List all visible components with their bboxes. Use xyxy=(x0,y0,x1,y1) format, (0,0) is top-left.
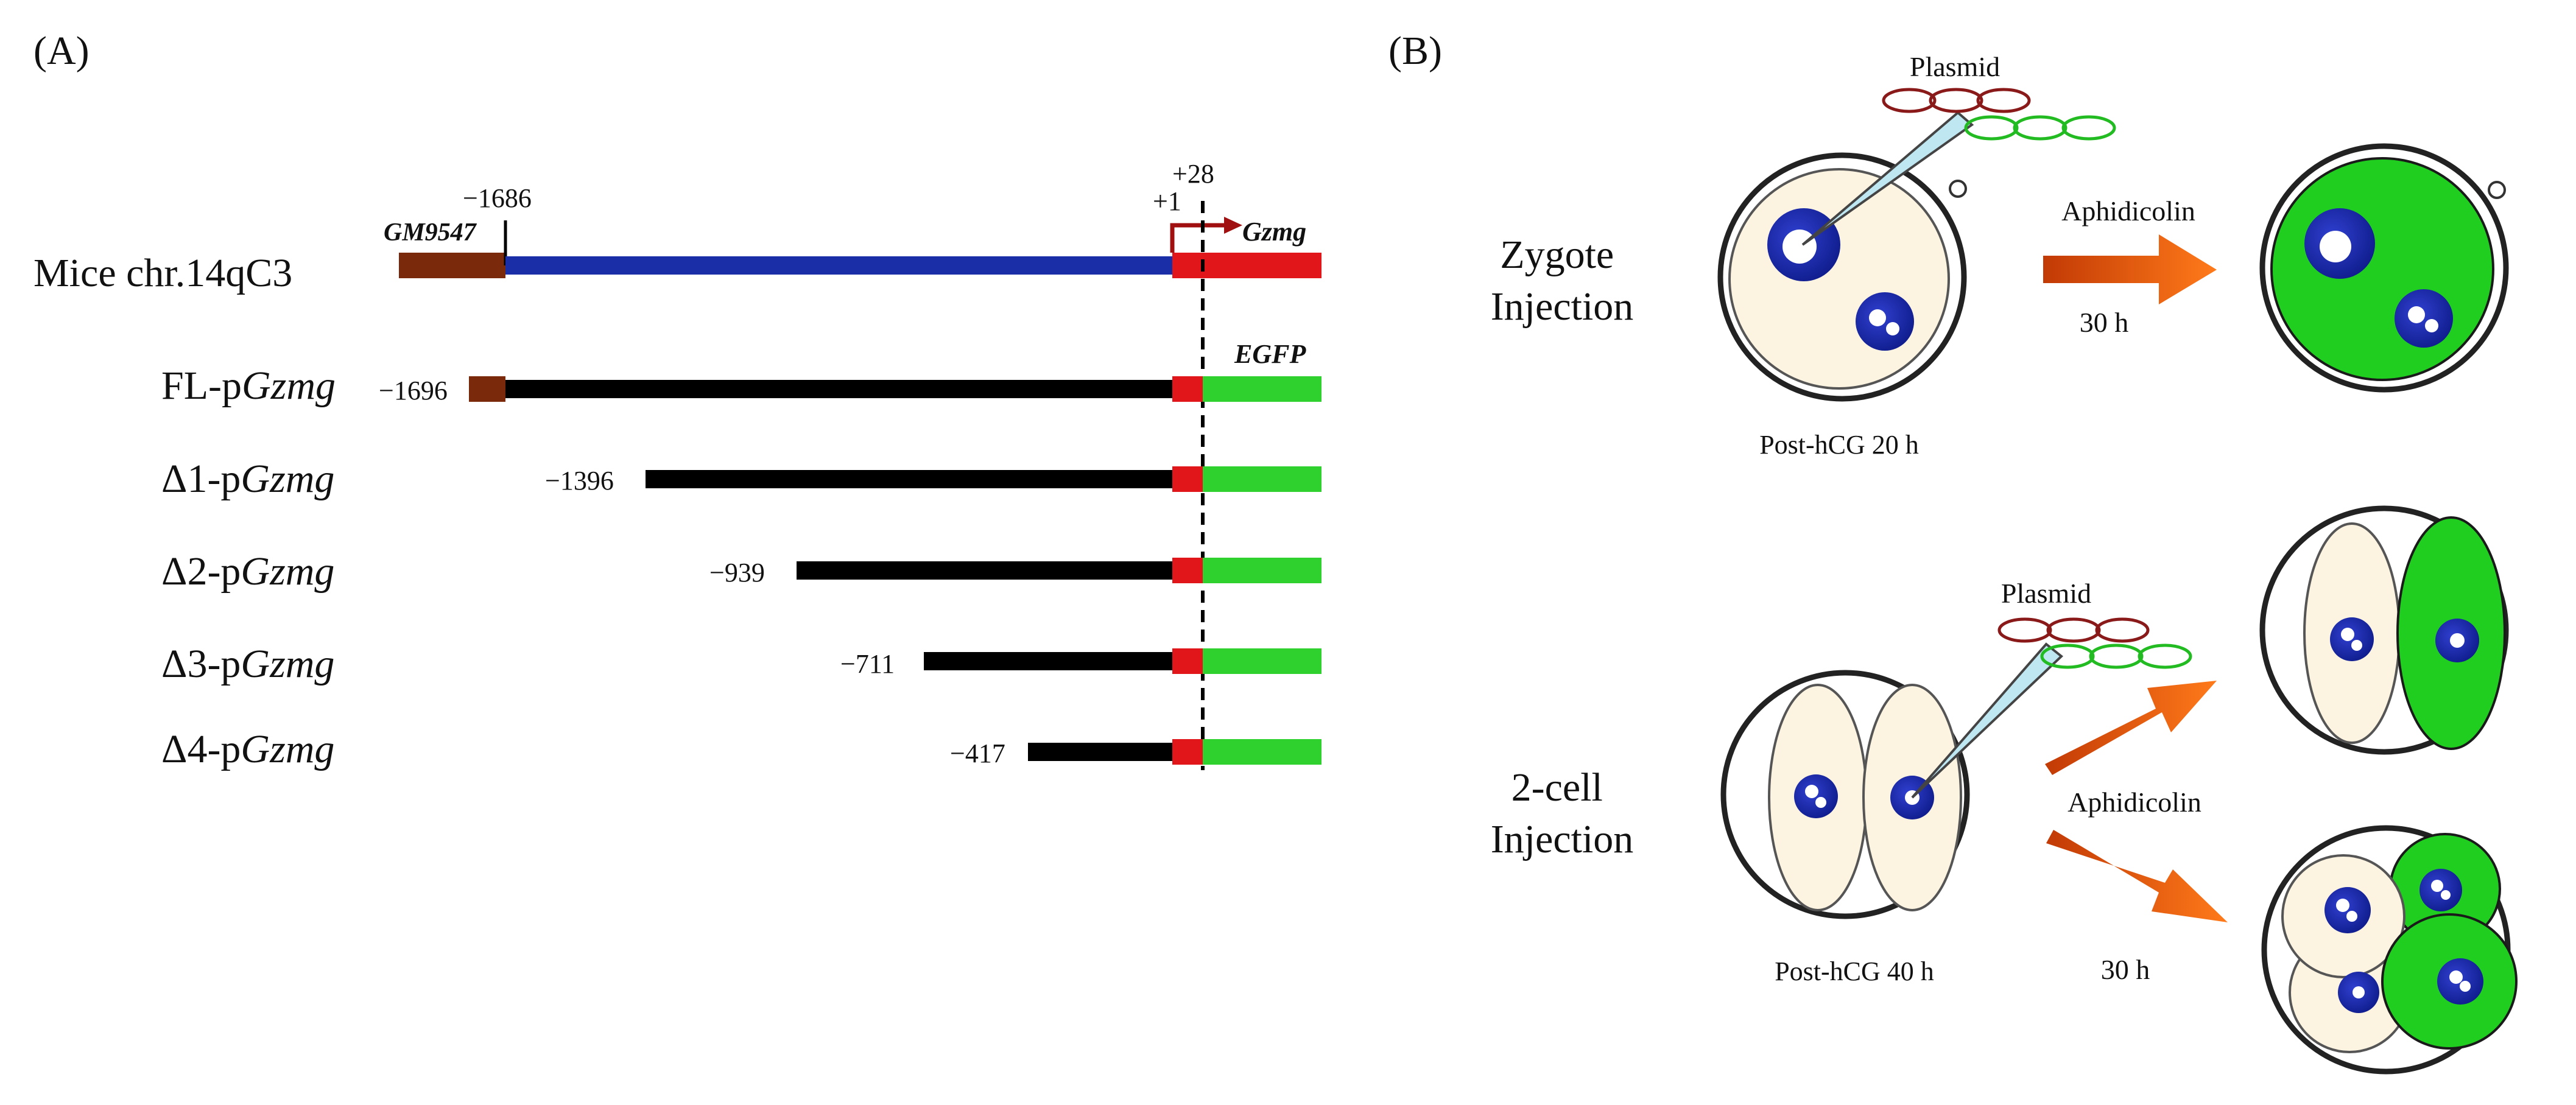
promoter-line xyxy=(1028,743,1172,761)
construct-start-label: −1696 xyxy=(379,376,448,405)
two-cell-duration-label: 30 h xyxy=(2101,954,2150,985)
chromosome-map: Mice chr.14qC3 GM9547 −1686 +1 +28 Gzmg xyxy=(33,159,1321,295)
panel-a: (A) Mice chr.14qC3 GM9547 −1686 +1 +28 G… xyxy=(33,29,1321,771)
promoter-line xyxy=(924,652,1172,670)
chromosome-label: Mice chr.14qC3 xyxy=(33,251,292,295)
tss-arrowhead-icon xyxy=(1224,217,1242,234)
promoter-line xyxy=(505,256,1172,275)
zygote-treatment-label: Aphidicolin xyxy=(2061,195,2195,226)
construct-name: Δ2-pGzmg xyxy=(161,549,334,594)
four-cell-gfp-result xyxy=(2261,825,2518,1075)
nucleolus xyxy=(2408,306,2425,323)
zygote-plasmid-label: Plasmid xyxy=(1910,51,2000,82)
construct-row: Δ1-pGzmg −1396 xyxy=(161,457,1321,501)
tss-arrow-icon xyxy=(1170,223,1224,253)
gene-box xyxy=(1172,648,1203,674)
two-cell-row-label: 2-cell Injection xyxy=(1491,765,1634,861)
zygote-result-embryo xyxy=(2259,143,2509,393)
polar-body xyxy=(2488,181,2506,199)
gene-box xyxy=(1172,466,1203,492)
polar-body xyxy=(1949,180,1967,198)
egfp-box xyxy=(1203,739,1321,765)
panel-b-label: (B) xyxy=(1388,29,1442,73)
two-cell-timepoint-label: Post-hCG 40 h xyxy=(1775,956,1934,986)
gm9547-box xyxy=(469,376,505,402)
zygote-process-arrow-icon xyxy=(2043,234,2217,304)
gfp-positive-cytoplasm xyxy=(2270,157,2494,381)
nucleolus xyxy=(2353,986,2365,998)
nucleolus xyxy=(1886,322,1899,335)
promoter-line xyxy=(797,561,1172,580)
egfp-label: EGFP xyxy=(1234,339,1306,369)
nucleolus xyxy=(2449,970,2463,984)
nucleolus xyxy=(2425,319,2438,332)
construct-start-label: −417 xyxy=(950,738,1005,768)
nucleolus xyxy=(1805,785,1818,798)
two-cell-injection-needle xyxy=(1911,642,2064,799)
zygote-timepoint-label: Post-hCG 20 h xyxy=(1759,430,1919,460)
two-cell-plasmid-icon xyxy=(1997,617,2192,669)
two-cell-treatment-label: Aphidicolin xyxy=(2067,787,2201,818)
construct-name: FL-pGzmg xyxy=(161,363,336,408)
egfp-box xyxy=(1203,648,1321,674)
nucleolus xyxy=(2441,890,2451,900)
zygote-cytoplasm xyxy=(1728,168,1950,390)
zygote-duration-label: 30 h xyxy=(2080,307,2129,338)
construct-name: Δ4-pGzmg xyxy=(161,727,334,771)
construct-row: FL-pGzmg −1696 xyxy=(161,363,1321,408)
nucleolus xyxy=(1815,797,1826,808)
two-cell-embryo xyxy=(1720,670,1970,919)
construct-row: Δ4-pGzmg −417 xyxy=(161,727,1321,771)
nucleolus xyxy=(2336,899,2349,912)
nucleolus xyxy=(2460,981,2471,992)
egfp-box xyxy=(1203,376,1321,402)
zygote-row-label: Zygote Injection xyxy=(1491,233,1634,329)
promoter-line xyxy=(505,380,1172,398)
gene-box xyxy=(1172,558,1203,583)
upstream-position-label: −1686 xyxy=(463,183,532,213)
tss-position-label: +1 xyxy=(1153,186,1181,216)
gzmg-gene-box xyxy=(1172,253,1321,278)
lower-process-arrow-icon xyxy=(2046,830,2228,922)
construct-name: Δ3-pGzmg xyxy=(161,642,334,686)
construct-row: Δ3-pGzmg −711 xyxy=(161,642,1321,686)
construct-start-label: −711 xyxy=(840,649,895,679)
zygote-injection-needle xyxy=(1801,111,1974,246)
nucleolus xyxy=(2431,880,2443,892)
nucleolus xyxy=(1869,309,1886,326)
two-cell-plasmid-label: Plasmid xyxy=(2001,578,2091,609)
injection-needle-icon xyxy=(1801,111,1974,246)
panel-a-label: (A) xyxy=(33,29,90,73)
nucleolus xyxy=(2320,231,2351,262)
nucleolus xyxy=(2450,633,2465,648)
nucleolus xyxy=(2346,911,2357,922)
upper-process-arrow-icon xyxy=(2045,681,2217,775)
nucleolus xyxy=(2341,628,2354,641)
egfp-box xyxy=(1203,466,1321,492)
end-position-label: +28 xyxy=(1172,159,1214,189)
construct-start-label: −939 xyxy=(709,558,765,588)
nucleolus xyxy=(2351,640,2362,651)
injection-needle-icon xyxy=(1911,642,2064,799)
panel-b: (B) Zygote Injection Plasmid xyxy=(1388,29,2518,1075)
gm9547-box xyxy=(399,253,505,278)
promoter-line xyxy=(646,470,1172,488)
gene-box xyxy=(1172,739,1203,765)
gzmg-gene-label: Gzmg xyxy=(1242,217,1306,247)
egfp-box xyxy=(1203,558,1321,583)
one-blastomere-gfp-result xyxy=(2259,505,2509,755)
construct-name: Δ1-pGzmg xyxy=(161,457,334,501)
zygote-embryo xyxy=(1717,152,1967,402)
nucleolus xyxy=(1782,230,1817,264)
construct-row: Δ2-pGzmg −939 xyxy=(161,549,1321,594)
nucleus xyxy=(2324,887,2371,933)
zygote-plasmid-icon xyxy=(1882,88,2116,141)
gene-box xyxy=(1172,376,1203,402)
construct-start-label: −1396 xyxy=(545,466,614,496)
gm9547-label: GM9547 xyxy=(384,219,477,247)
